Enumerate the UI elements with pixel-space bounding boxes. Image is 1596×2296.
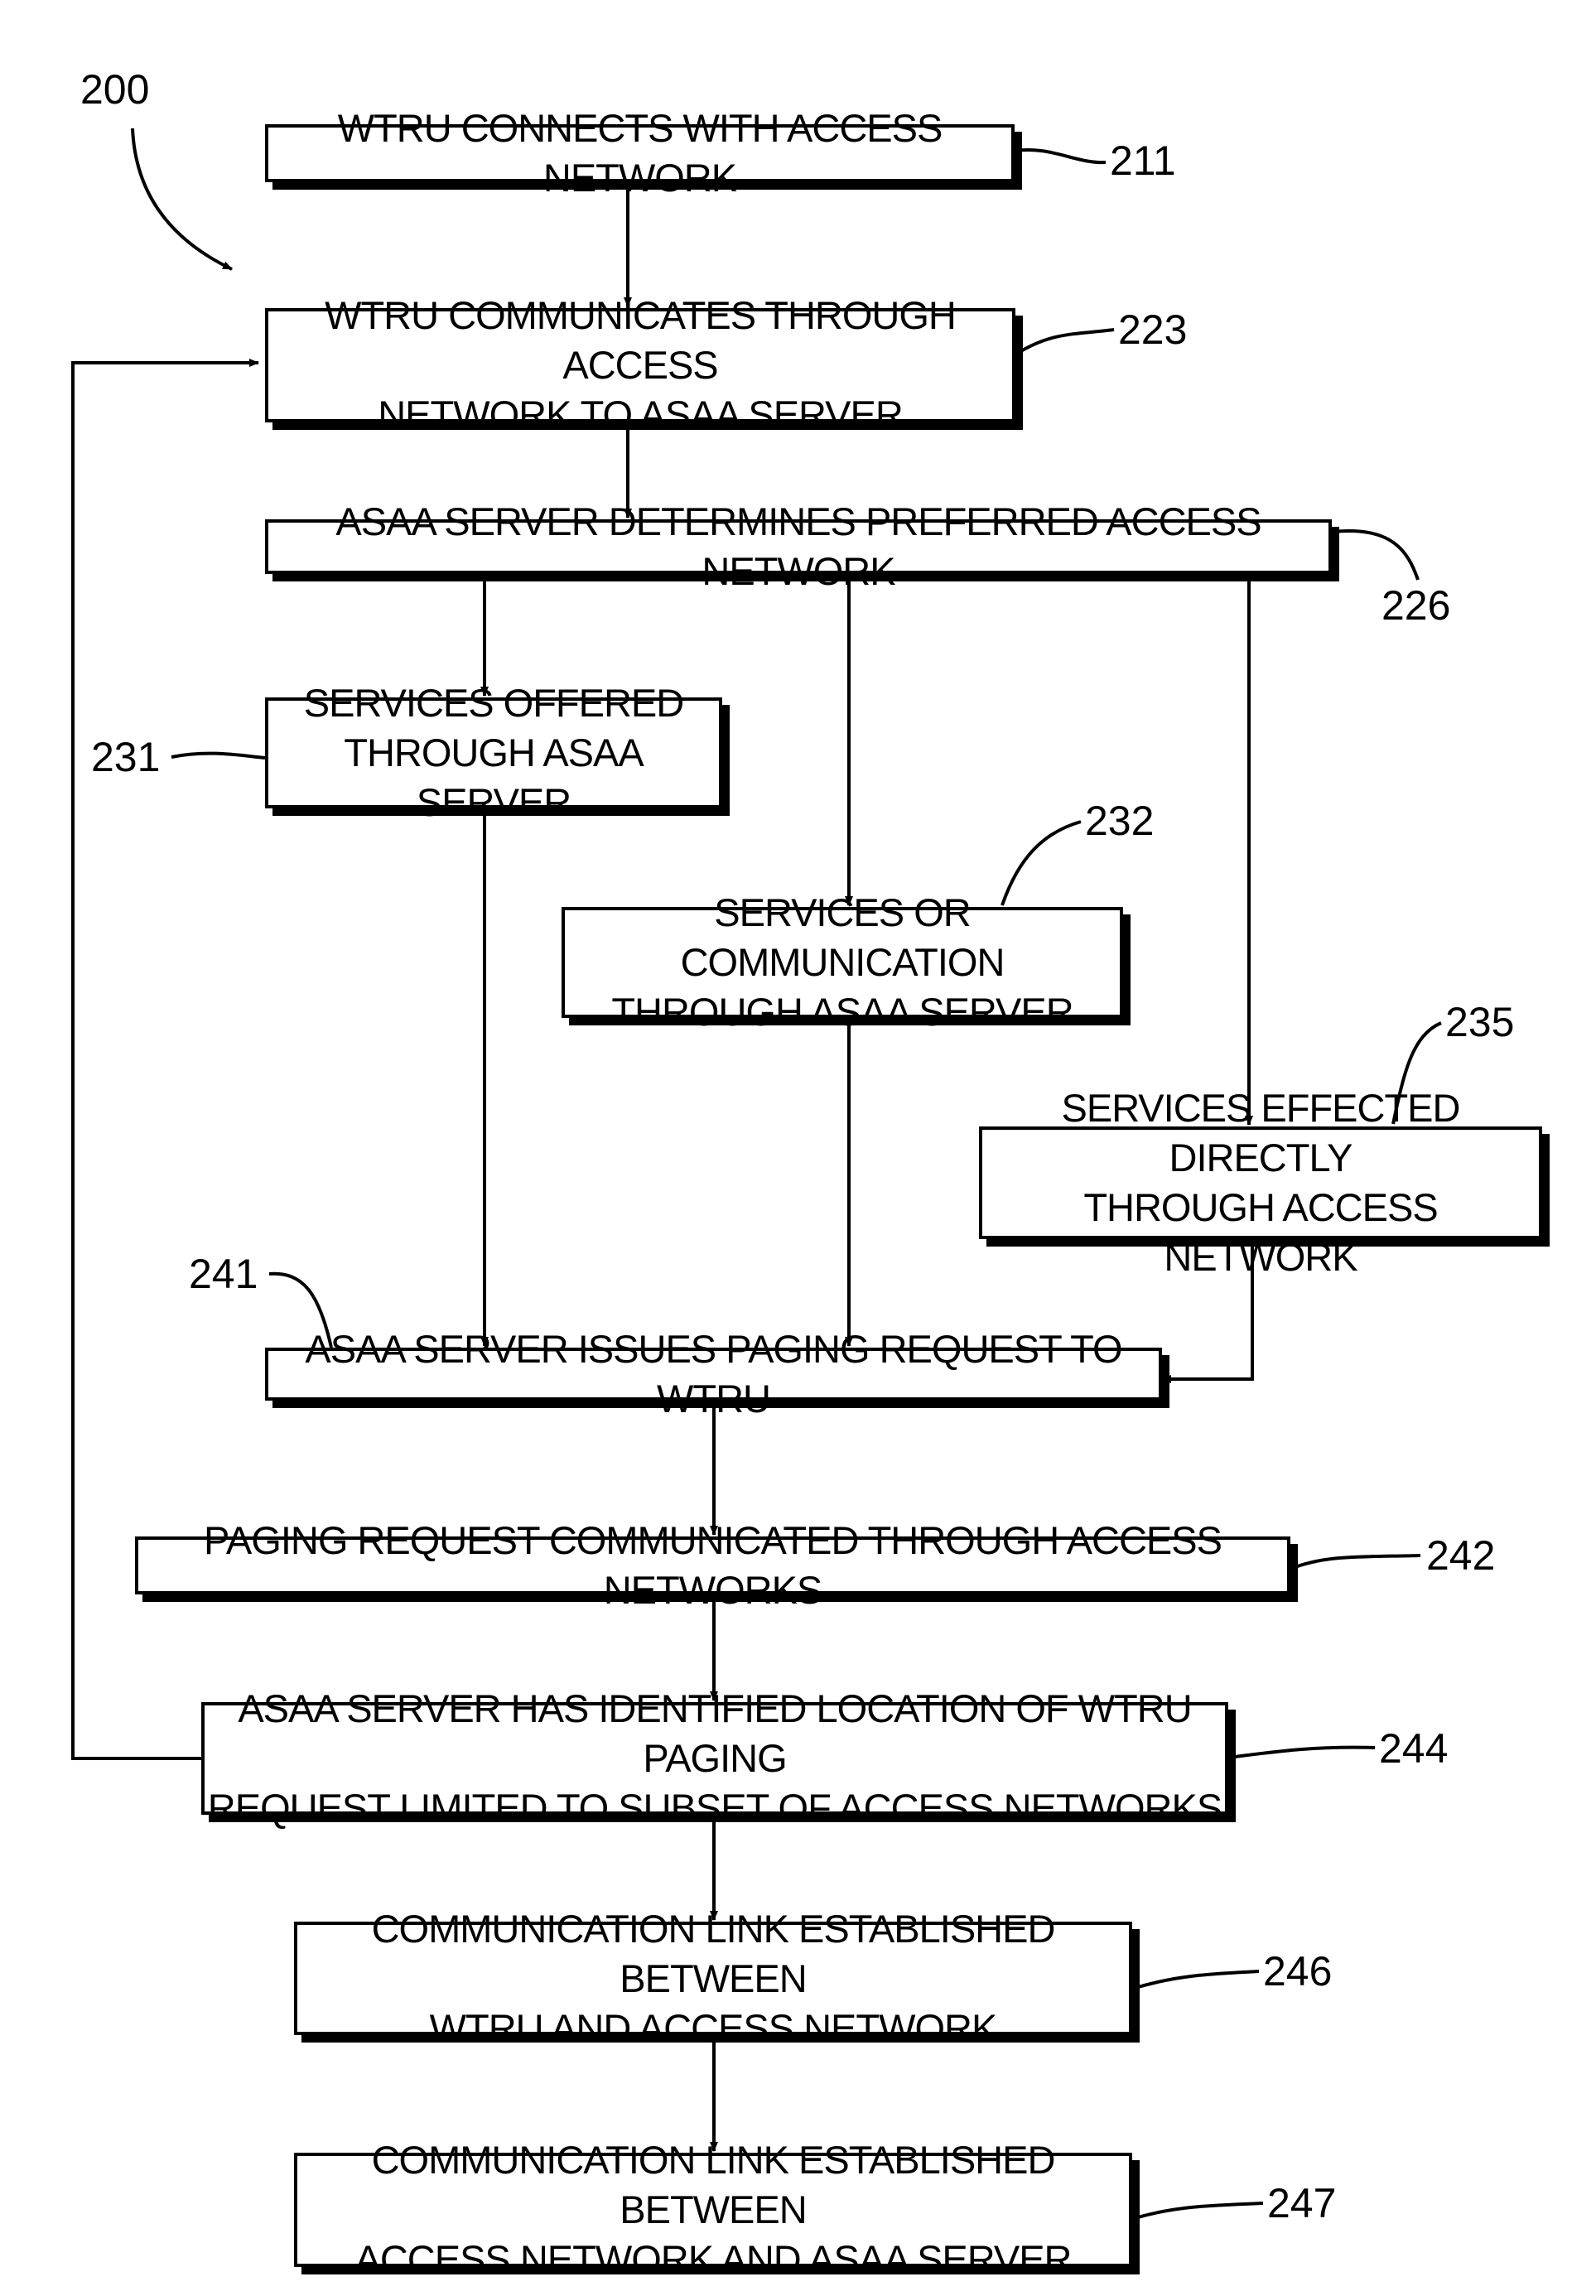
leader-211 [1015, 150, 1106, 162]
ref-232: 232 [1085, 798, 1154, 844]
step-231-box: SERVICES OFFERED THROUGH ASAA SERVER [265, 697, 722, 808]
ref-235: 235 [1445, 999, 1514, 1045]
step-235-box: SERVICES EFFECTED DIRECTLY THROUGH ACCES… [979, 1126, 1542, 1239]
leader-247 [1132, 2203, 1263, 2219]
step-241-box: ASAA SERVER ISSUES PAGING REQUEST TO WTR… [265, 1348, 1162, 1401]
ref-244: 244 [1379, 1725, 1448, 1772]
ref-231: 231 [91, 734, 160, 780]
leader-242 [1290, 1556, 1420, 1569]
ref-223: 223 [1118, 306, 1187, 353]
step-246-box: COMMUNICATION LINK ESTABLISHED BETWEEN W… [294, 1922, 1132, 2035]
step-223-box: WTRU COMMUNICATES THROUGH ACCESS NETWORK… [265, 308, 1015, 422]
figure-label-pointer [133, 128, 232, 269]
leader-246 [1132, 1971, 1259, 1989]
ref-226: 226 [1381, 582, 1450, 629]
ref-242: 242 [1426, 1532, 1495, 1579]
step-232-box: SERVICES OR COMMUNICATION THROUGH ASAA S… [562, 907, 1123, 1018]
leader-223 [1015, 330, 1114, 355]
leader-231 [171, 754, 265, 758]
leader-244 [1228, 1748, 1375, 1758]
step-242-box: PAGING REQUEST COMMUNICATED THROUGH ACCE… [135, 1536, 1290, 1594]
figure-label: 200 [80, 66, 149, 113]
step-247-box: COMMUNICATION LINK ESTABLISHED BETWEEN A… [294, 2153, 1132, 2267]
ref-247: 247 [1267, 2180, 1336, 2226]
step-244-box: ASAA SERVER HAS IDENTIFIED LOCATION OF W… [201, 1702, 1228, 1815]
ref-241: 241 [189, 1251, 258, 1297]
step-211-box: WTRU CONNECTS WITH ACCESS NETWORK [265, 124, 1015, 182]
ref-211: 211 [1110, 137, 1176, 184]
step-226-box: ASAA SERVER DETERMINES PREFERRED ACCESS … [265, 519, 1332, 574]
leader-226 [1333, 531, 1418, 580]
ref-246: 246 [1263, 1948, 1332, 1995]
